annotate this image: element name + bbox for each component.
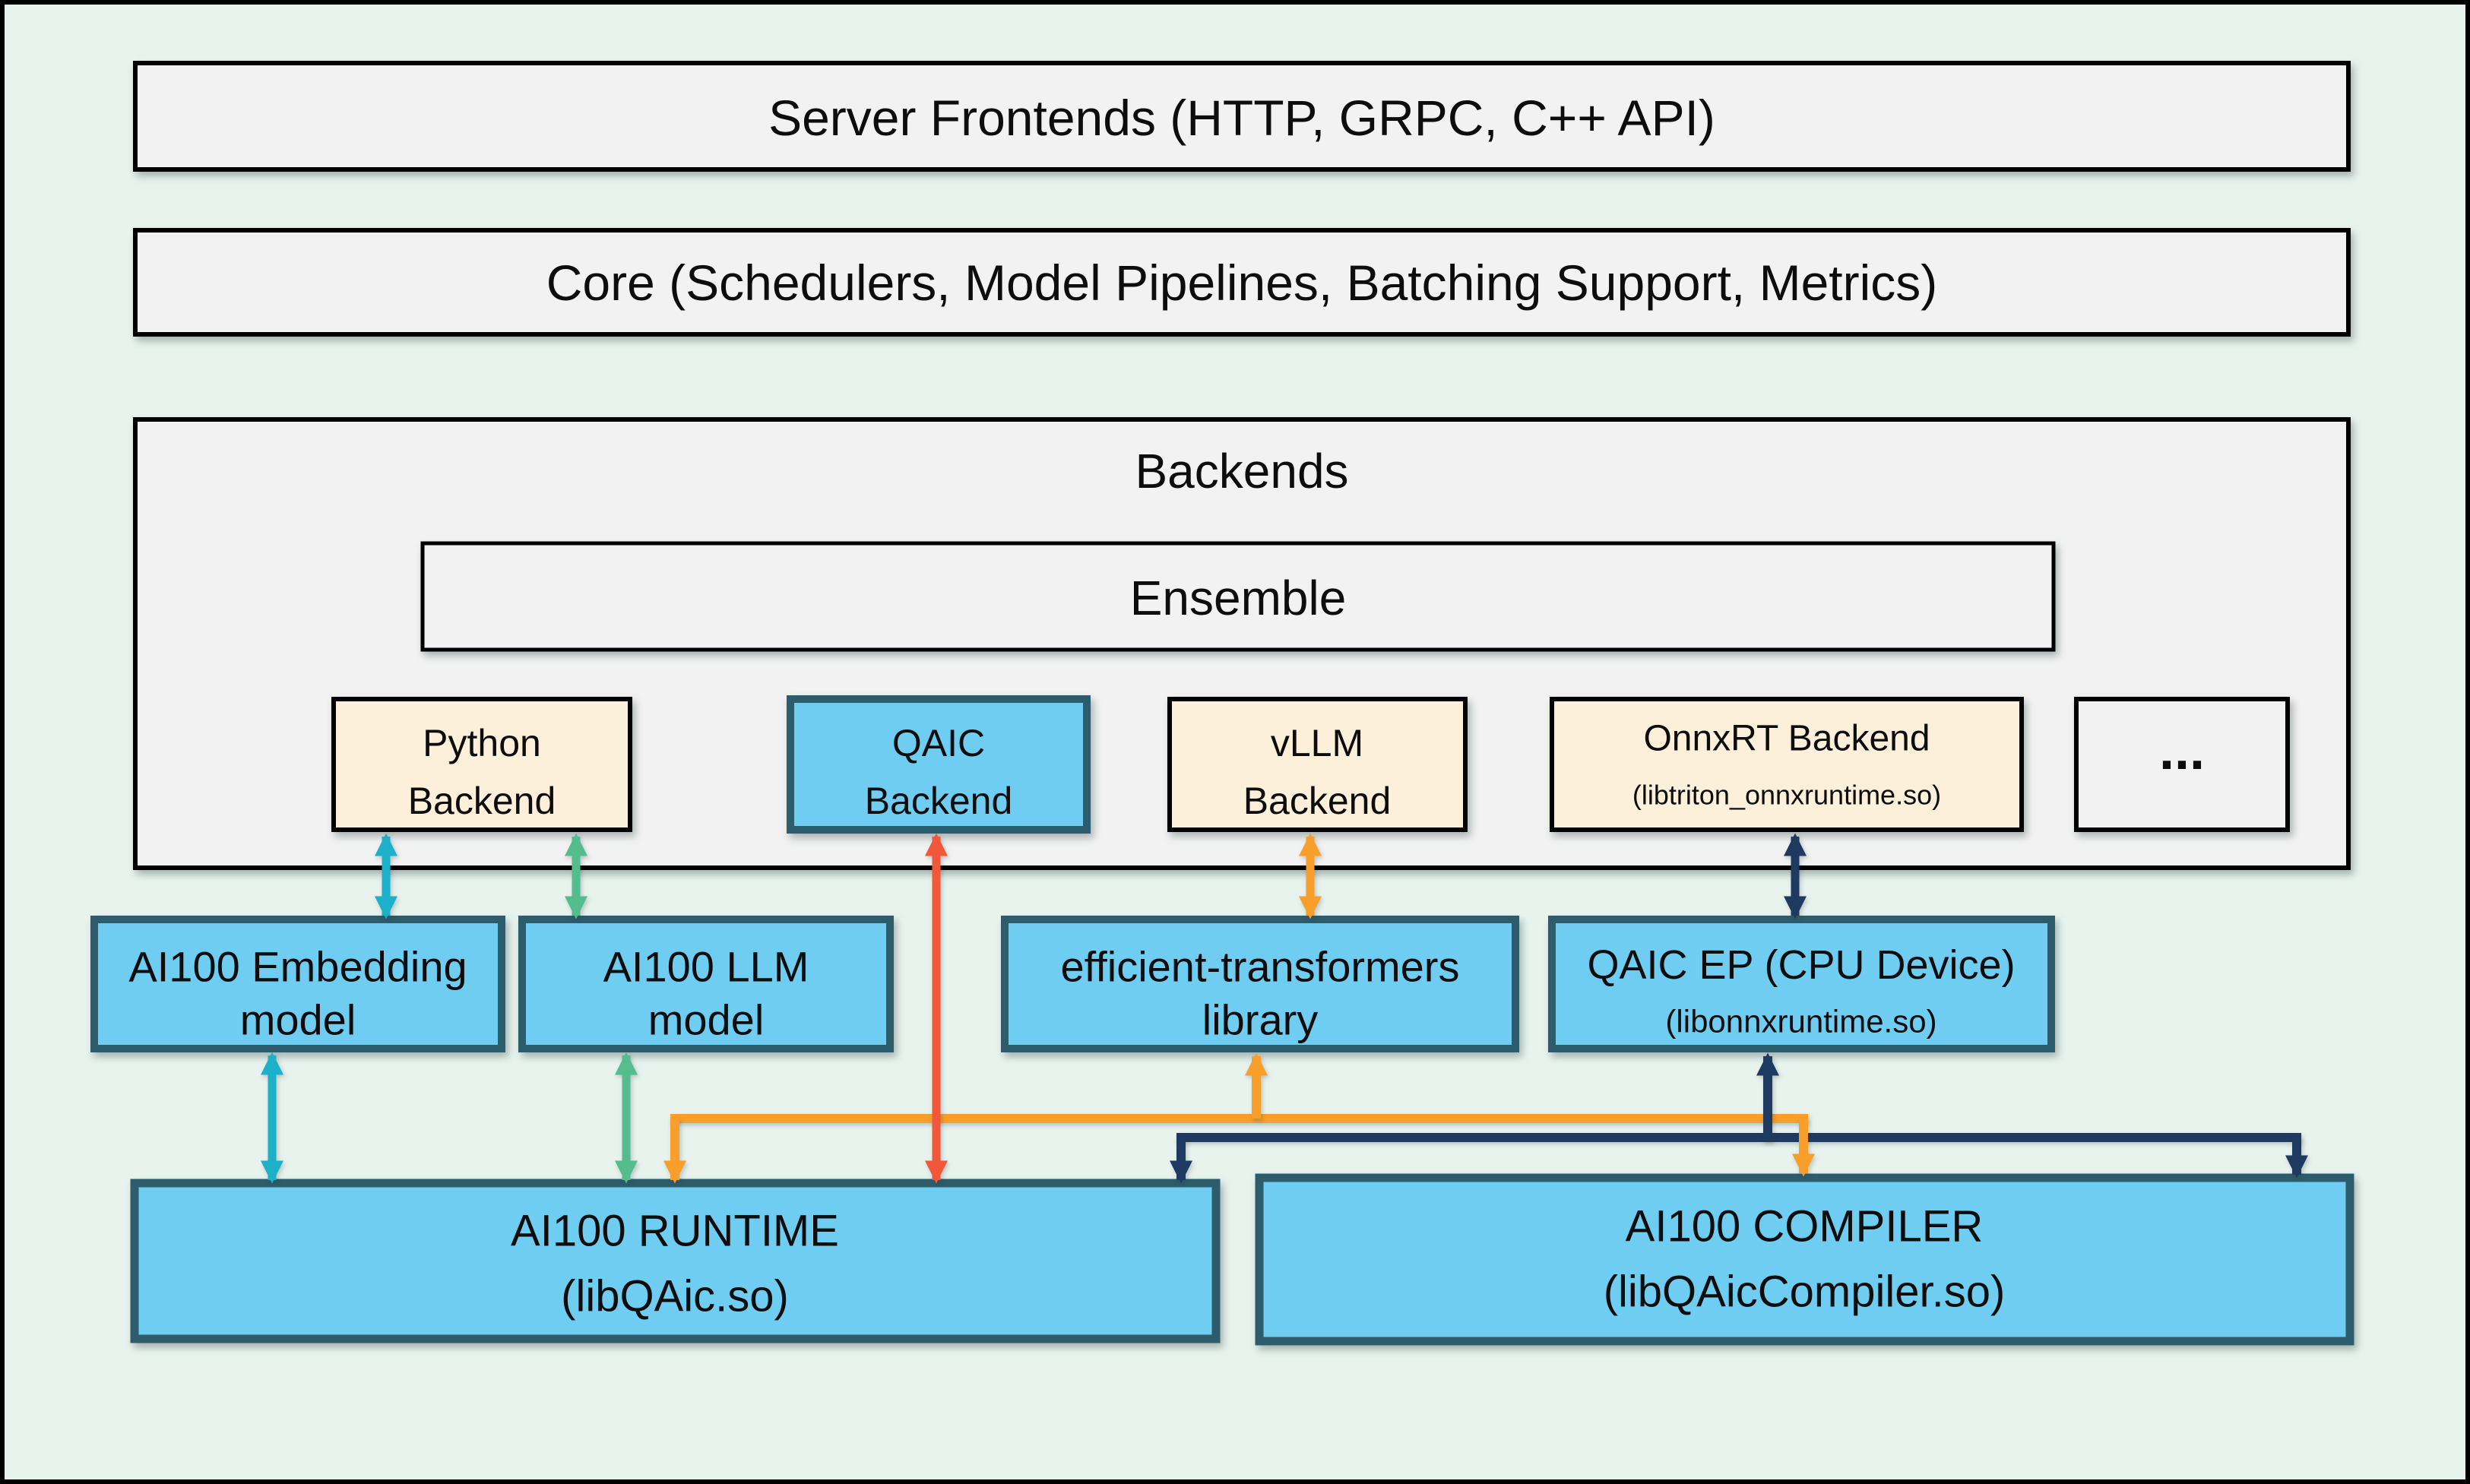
runtime-label-line2: (libQAic.so) <box>561 1272 789 1321</box>
onnxrt-backend-box <box>1550 697 2024 832</box>
vllm-backend-box <box>1167 697 1468 832</box>
python-backend-label-line2: Backend <box>408 780 556 822</box>
python-backend-box <box>331 697 632 832</box>
onnxrt-backend-label-line2: (libtriton_onnxruntime.so) <box>1632 780 1941 811</box>
onnxrt-backend-label-line1: OnnxRT Backend <box>1643 719 1930 759</box>
qaic-backend-label-line1: QAIC <box>892 722 985 764</box>
qaic-ep-connector-group <box>1170 1133 2308 1184</box>
server-frontends-box <box>133 61 2351 172</box>
core-box <box>133 228 2351 337</box>
compiler-label-line1: AI100 COMPILER <box>1626 1202 1984 1251</box>
qaic-ep-label-line1: QAIC EP (CPU Device) <box>1587 942 2015 988</box>
ai100-embedding-model-box <box>90 916 505 1052</box>
labels-group: Server Frontends (HTTP, GRPC, C++ API) C… <box>128 90 2205 1321</box>
qaic-backend-label-line2: Backend <box>865 780 1013 822</box>
ai100-llm-model-box <box>518 916 894 1052</box>
qaic-ep-box <box>1548 916 2055 1052</box>
vllm-backend-label-line1: vLLM <box>1271 722 1363 764</box>
llm-model-label-line2: model <box>648 996 765 1044</box>
backends-title: Backends <box>1135 444 1348 498</box>
efficient-transformers-label-line1: efficient-transformers <box>1061 943 1460 991</box>
qaic-backend-box <box>787 695 1091 834</box>
more-backends-box <box>2074 697 2290 832</box>
python-backend-label-line1: Python <box>423 722 541 764</box>
vllm-backend-label-line2: Backend <box>1243 780 1392 822</box>
efficient-transformers-label-line2: library <box>1202 996 1318 1044</box>
embedding-model-label-line1: AI100 Embedding <box>128 943 467 991</box>
efficient-transformers-box <box>1001 916 1519 1052</box>
runtime-label-line1: AI100 RUNTIME <box>511 1207 839 1256</box>
llm-model-label-line1: AI100 LLM <box>603 943 809 991</box>
ai100-compiler-box <box>1255 1173 2354 1346</box>
core-label: Core (Schedulers, Model Pipelines, Batch… <box>546 255 1938 311</box>
ensemble-box <box>420 541 2056 652</box>
more-backends-label: ... <box>2159 720 2205 781</box>
ai100-runtime-box <box>130 1179 1221 1343</box>
efficient-transformers-connector-group <box>663 1052 1815 1184</box>
qaic-ep-label-line2: (libonnxruntime.so) <box>1665 1004 1936 1039</box>
embedding-model-label-line2: model <box>240 996 356 1044</box>
ensemble-label: Ensemble <box>1130 571 1347 625</box>
server-frontends-label: Server Frontends (HTTP, GRPC, C++ API) <box>768 90 1715 146</box>
compiler-label-line2: (libQAicCompiler.so) <box>1604 1267 2006 1317</box>
